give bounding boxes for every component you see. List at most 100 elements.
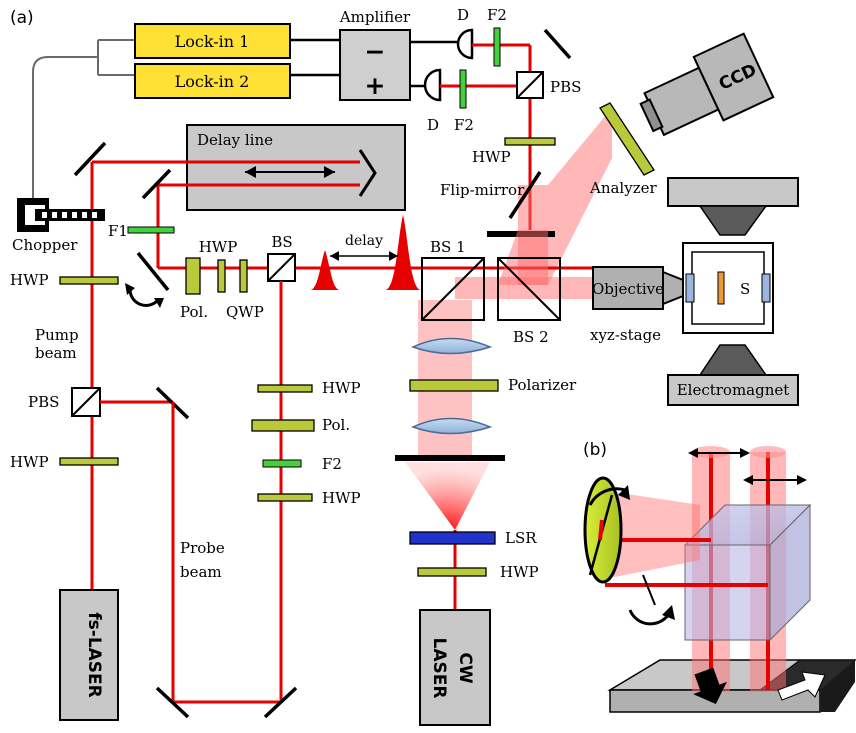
cw-laser-box (419, 609, 491, 726)
pulse-1 (310, 250, 340, 290)
f2-col-label: F2 (322, 455, 342, 473)
f2-filter-probe (262, 459, 302, 468)
hwp-pump-2 (217, 259, 226, 293)
hwp-cw (417, 567, 487, 577)
lsr (409, 531, 496, 545)
ccd-camera (639, 32, 775, 137)
pulse-2 (385, 215, 421, 290)
electromagnet-bottom-plate (667, 374, 799, 406)
lockin-2-box (134, 63, 291, 99)
hwp-top-label: HWP (472, 148, 511, 166)
mirror-pump-top (73, 141, 107, 177)
polarizer-pump (185, 257, 201, 295)
lockin-1-label: Lock-in 1 (175, 32, 250, 51)
analyzer-label: Analyzer (589, 179, 657, 197)
sample-chamber (682, 242, 774, 334)
chopper (17, 198, 105, 232)
hwp-mid-label: HWP (199, 238, 238, 256)
hwp-col-2-label: HWP (322, 489, 361, 507)
electromagnet-bottom-pole (698, 344, 768, 376)
rotation-arrow (128, 289, 160, 307)
electromagnet-top-pole (698, 205, 768, 236)
cw-laser-label-2: LASER (429, 638, 449, 699)
delay-label: delay (345, 233, 383, 249)
cw-focus-cone (405, 462, 490, 530)
f2-top-label: F2 (487, 6, 507, 24)
bs1-label: BS 1 (430, 238, 466, 256)
hwp-pump-1 (59, 276, 119, 285)
cw-laser-label-1: CW (455, 652, 475, 683)
bs1 (421, 257, 485, 321)
pol-label: Pol. (180, 303, 208, 321)
mirror-delay-out (141, 168, 172, 200)
delay-line-label: Delay line (197, 131, 273, 149)
flip-mirror-label: Flip-mirror (440, 181, 525, 199)
objective (592, 266, 664, 310)
amplifier-box (339, 29, 411, 101)
pbs-left-label: PBS (28, 393, 59, 411)
aperture-bottom (395, 455, 505, 461)
sample-label: S (740, 280, 750, 298)
hwp-pump-3 (59, 457, 119, 466)
pump-label-1: Pump (35, 326, 79, 344)
xyz-stage-label: xyz-stage (590, 326, 661, 344)
lockin-1-box (134, 23, 291, 59)
polarizer-cw (409, 379, 499, 392)
fs-laser-box (59, 589, 119, 721)
electromagnet-top-plate (667, 177, 799, 207)
panel-label-b: (b) (583, 440, 607, 460)
fs-laser-label: fs-LASER (84, 612, 104, 698)
lsr-label: LSR (505, 529, 537, 547)
bs2-label: BS 2 (513, 328, 549, 346)
polarizer-label: Polarizer (508, 376, 577, 394)
panel-b-sketch (583, 446, 856, 713)
pump-label-2: beam (35, 344, 77, 362)
f2-filter-bottom (459, 69, 467, 109)
hwp-detection (504, 137, 556, 146)
qwp-label: QWP (226, 303, 264, 321)
amplifier-plus: + (365, 71, 386, 100)
chopper-label: Chopper (12, 236, 78, 254)
polarizer-probe (251, 419, 315, 432)
lockin-2-label: Lock-in 2 (175, 72, 250, 91)
retroreflector (358, 149, 377, 197)
f1-label: F1 (108, 222, 128, 240)
mirror-probe-bottom-right (263, 686, 298, 719)
bs2 (497, 257, 561, 321)
probe-label-1: Probe (180, 539, 225, 557)
detector-bottom-label: D (427, 116, 439, 134)
hwp-probe-2 (257, 493, 313, 502)
delay-line-box (186, 124, 406, 211)
pbs-top-label: PBS (550, 78, 581, 96)
detector-top-label: D (457, 6, 469, 24)
hwp-col-1-label: HWP (322, 379, 361, 397)
qwp-pump (239, 259, 248, 293)
sample (717, 271, 725, 305)
detector-top (456, 28, 474, 60)
bs-label: BS (271, 233, 292, 251)
mirror-probe-bottom-left (155, 686, 190, 719)
mirror-rotating (136, 251, 170, 292)
lens-2 (410, 417, 493, 435)
hwp-left-1-label: HWP (10, 271, 49, 289)
mirror-detection (543, 28, 572, 60)
panel-label-a: (a) (10, 8, 34, 28)
objective-label: Objective (592, 280, 664, 298)
amplifier-minus: − (365, 37, 386, 66)
hwp-probe-1 (257, 384, 313, 393)
amplifier-label: Amplifier (339, 8, 411, 26)
hwp-left-2-label: HWP (10, 453, 49, 471)
pol-col-label: Pol. (322, 416, 350, 434)
f2-filter-top (493, 27, 501, 67)
flip-mirror (508, 171, 542, 219)
f1-filter (127, 226, 175, 234)
analyzer (599, 102, 655, 176)
probe-label-2: beam (180, 563, 222, 581)
lens-1 (410, 337, 493, 355)
f2-bottom-label: F2 (454, 116, 474, 134)
hwp-cw-label: HWP (500, 563, 539, 581)
electromagnet-label: Electromagnet (677, 381, 790, 399)
signal-cables (32, 39, 135, 198)
